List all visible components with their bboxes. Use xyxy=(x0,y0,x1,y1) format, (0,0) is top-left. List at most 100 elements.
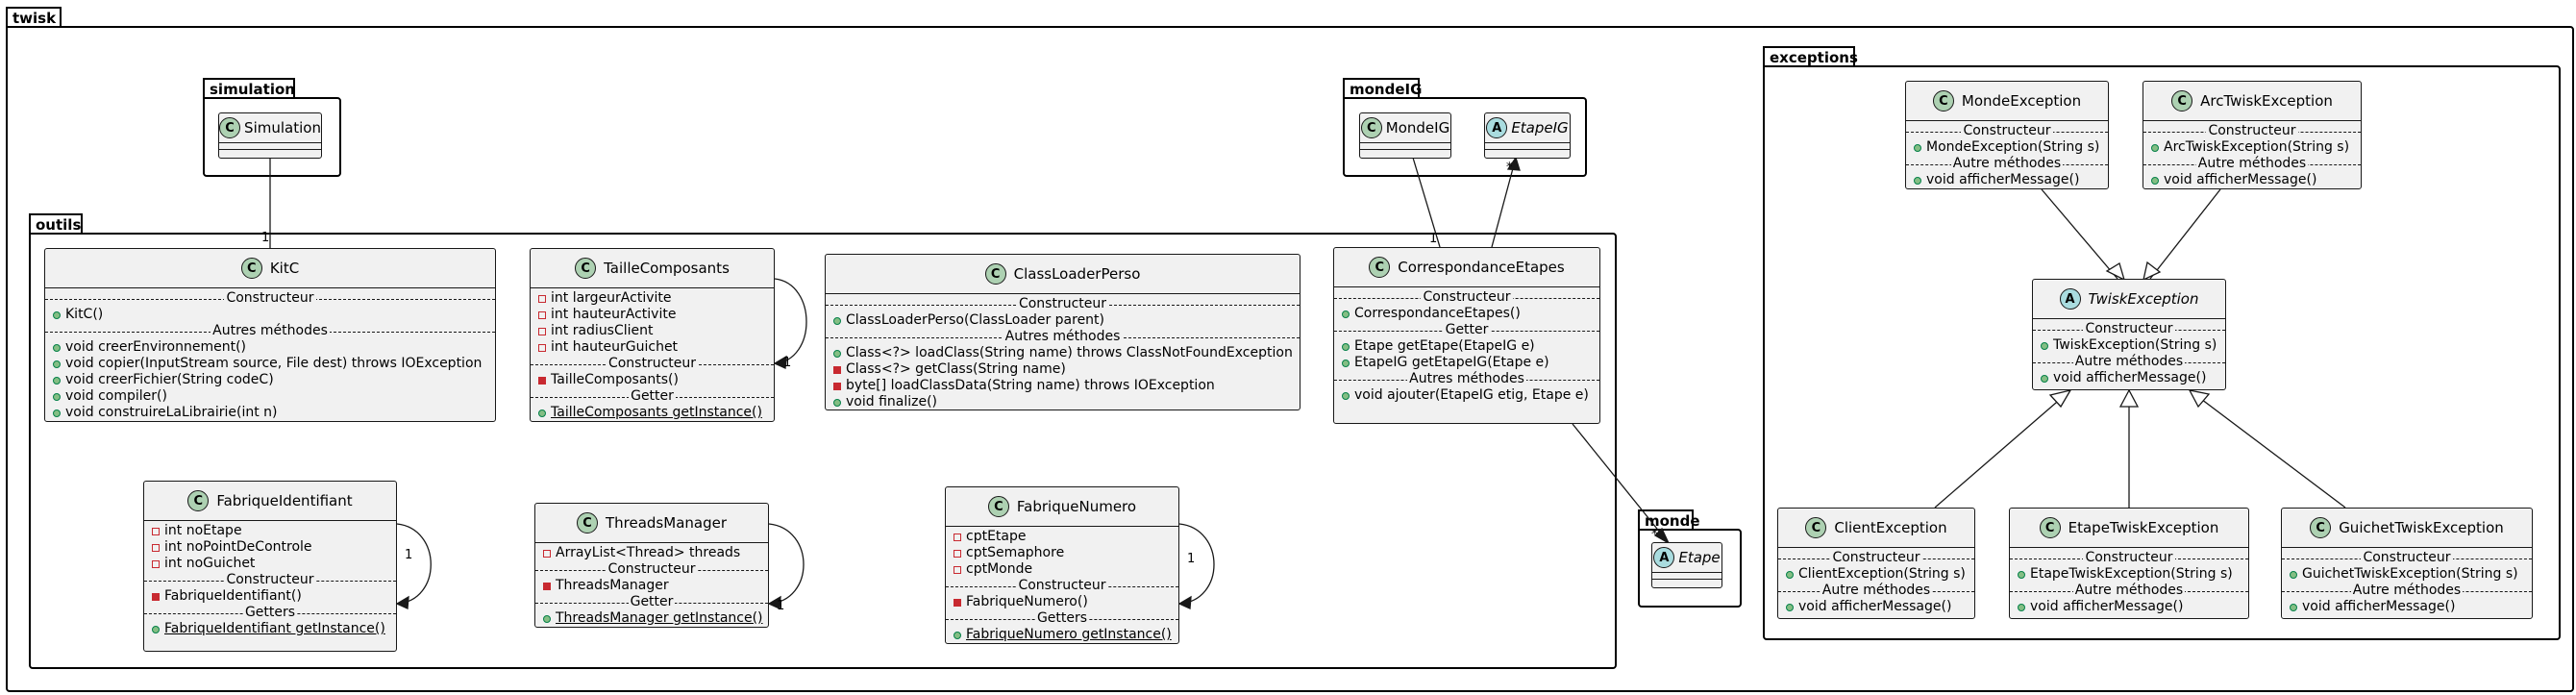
method: Etape getEtape(EtapeIG e) xyxy=(1334,338,1599,355)
section-separator: Getter xyxy=(531,388,774,405)
class-etapeig[interactable]: A EtapeIG xyxy=(1484,112,1571,159)
class-arc-twisk-exception[interactable]: C ArcTwiskException Constructeur ArcTwis… xyxy=(2143,81,2362,189)
class-mondeig[interactable]: C MondeIG xyxy=(1359,112,1451,159)
package-monde-tab: monde xyxy=(1638,509,1700,530)
section-separator: Constructeur xyxy=(45,290,495,307)
method: void afficherMessage() xyxy=(2143,172,2361,188)
method: Class<?> getClass(String name) xyxy=(826,361,1300,378)
inherit-arrow-clientexc xyxy=(2048,389,2072,409)
edge-threads-self xyxy=(768,523,805,605)
method: ArcTwiskException(String s) xyxy=(2143,139,2361,156)
section-separator: Constructeur xyxy=(2143,123,2361,139)
field: ArrayList<Thread> threads xyxy=(535,545,768,561)
class-name: Etape xyxy=(1678,549,1721,566)
class-icon: C xyxy=(1360,117,1382,138)
section-separator: Constructeur xyxy=(531,356,774,372)
method: void ajouter(EtapeIG etig, Etape e) xyxy=(1334,387,1599,404)
method: FabriqueNumero() xyxy=(946,594,1178,610)
class-icon: C xyxy=(2171,90,2193,112)
mult-fabriqueid-self: 1 xyxy=(405,548,412,562)
field: int hauteurActivite xyxy=(531,307,774,323)
section-separator: Autre méthodes xyxy=(1778,583,1974,599)
class-name: FabriqueIdentifiant xyxy=(216,492,353,509)
inherit-arrow-guichetexc xyxy=(2188,389,2211,409)
field: int largeurActivite xyxy=(531,290,774,307)
class-fabrique-identifiant[interactable]: C FabriqueIdentifiant int noEtape int no… xyxy=(143,481,397,652)
package-mondeig-tab: mondeIG xyxy=(1343,78,1422,98)
class-icon: C xyxy=(1805,517,1827,538)
class-icon: C xyxy=(984,263,1006,285)
method: FabriqueNumero getInstance() xyxy=(946,627,1178,643)
mult-corr-etape: * xyxy=(1651,528,1658,542)
method: EtapeTwiskException(String s) xyxy=(2010,566,2248,583)
class-name: ArcTwiskException xyxy=(2200,92,2333,110)
package-exceptions-tab: exceptions xyxy=(1763,46,1858,66)
class-icon: C xyxy=(219,117,241,138)
section-separator: Constructeur xyxy=(144,572,396,588)
section-separator: Constructeur xyxy=(535,561,768,578)
class-icon: C xyxy=(1932,90,1954,112)
class-classloader-perso[interactable]: C ClassLoaderPerso Constructeur ClassLoa… xyxy=(825,254,1300,410)
class-kitc[interactable]: C KitC Constructeur KitC() Autres méthod… xyxy=(44,248,496,422)
class-monde-exception[interactable]: C MondeException Constructeur MondeExcep… xyxy=(1905,81,2109,189)
class-correspondance-etapes[interactable]: C CorrespondanceEtapes Constructeur Corr… xyxy=(1333,247,1600,424)
edge-corr-etape xyxy=(1572,423,1670,544)
inherit-arrow-arcexc xyxy=(2143,261,2162,282)
class-client-exception[interactable]: C ClientException Constructeur ClientExc… xyxy=(1777,508,1975,619)
class-name: TailleComposants xyxy=(604,260,730,277)
method: KitC() xyxy=(45,307,495,323)
method: MondeException(String s) xyxy=(1906,139,2108,156)
method: void creerEnvironnement() xyxy=(45,339,495,356)
class-icon: C xyxy=(187,490,210,511)
method: void afficherMessage() xyxy=(2010,599,2248,615)
edge-mondeexc-twisk xyxy=(2041,188,2118,280)
class-name: CorrespondanceEtapes xyxy=(1398,259,1565,276)
method: EtapeIG getEtapeIG(Etape e) xyxy=(1334,355,1599,371)
section-separator: Autres méthodes xyxy=(826,329,1300,345)
field: int noPointDeControle xyxy=(144,539,396,556)
class-simulation[interactable]: C Simulation xyxy=(218,112,322,159)
class-name: GuichetTwiskException xyxy=(2339,519,2504,536)
class-taille-composants[interactable]: C TailleComposants int largeurActivite i… xyxy=(530,248,775,422)
method: void finalize() xyxy=(826,394,1300,410)
section-separator: Constructeur xyxy=(2282,550,2532,566)
section-separator: Constructeur xyxy=(2010,550,2248,566)
field: int noGuichet xyxy=(144,556,396,572)
method: void copier(InputStream source, File des… xyxy=(45,356,495,372)
abstract-class-icon: A xyxy=(1653,547,1675,568)
class-guichet-twisk-exception[interactable]: C GuichetTwiskException Constructeur Gui… xyxy=(2281,508,2533,619)
method: TailleComposants() xyxy=(531,372,774,388)
method: ThreadsManager xyxy=(535,578,768,594)
method: void compiler() xyxy=(45,388,495,405)
class-name: FabriqueNumero xyxy=(1016,498,1137,515)
section-separator: Constructeur xyxy=(826,296,1300,312)
class-fabrique-numero[interactable]: C FabriqueNumero cptEtape cptSemaphore c… xyxy=(945,486,1179,644)
class-etape[interactable]: A Etape xyxy=(1651,542,1722,588)
method: void construireLaLibrairie(int n) xyxy=(45,405,495,421)
mult-fabriquenum-self: 1 xyxy=(1187,552,1195,566)
class-name: ThreadsManager xyxy=(605,514,727,532)
method: void afficherMessage() xyxy=(2033,370,2225,386)
section-separator: Autres méthodes xyxy=(1334,371,1599,387)
class-icon: C xyxy=(987,496,1009,517)
method: void afficherMessage() xyxy=(1906,172,2108,188)
method: void afficherMessage() xyxy=(1778,599,1974,615)
edge-arcexc-twisk xyxy=(2149,188,2221,280)
section-separator: Getters xyxy=(946,610,1178,627)
method: ClientException(String s) xyxy=(1778,566,1974,583)
class-name: Simulation xyxy=(244,119,321,137)
edge-clientexc-twisk xyxy=(1934,389,2071,509)
method: GuichetTwiskException(String s) xyxy=(2282,566,2532,583)
package-outils-tab: outils xyxy=(29,213,83,234)
class-threads-manager[interactable]: C ThreadsManager ArrayList<Thread> threa… xyxy=(534,503,769,628)
method: Class<?> loadClass(String name) throws C… xyxy=(826,345,1300,361)
method: TailleComposants getInstance() xyxy=(531,405,774,421)
method: void afficherMessage() xyxy=(2282,599,2532,615)
method: CorrespondanceEtapes() xyxy=(1334,306,1599,322)
section-separator: Autre méthodes xyxy=(2282,583,2532,599)
class-name: EtapeIG xyxy=(1511,119,1569,137)
class-twisk-exception[interactable]: A TwiskException Constructeur TwiskExcep… xyxy=(2032,279,2226,390)
package-twisk-tab: twisk xyxy=(6,7,62,27)
section-separator: Autre méthodes xyxy=(2143,156,2361,172)
class-etape-twisk-exception[interactable]: C EtapeTwiskException Constructeur Etape… xyxy=(2009,508,2249,619)
